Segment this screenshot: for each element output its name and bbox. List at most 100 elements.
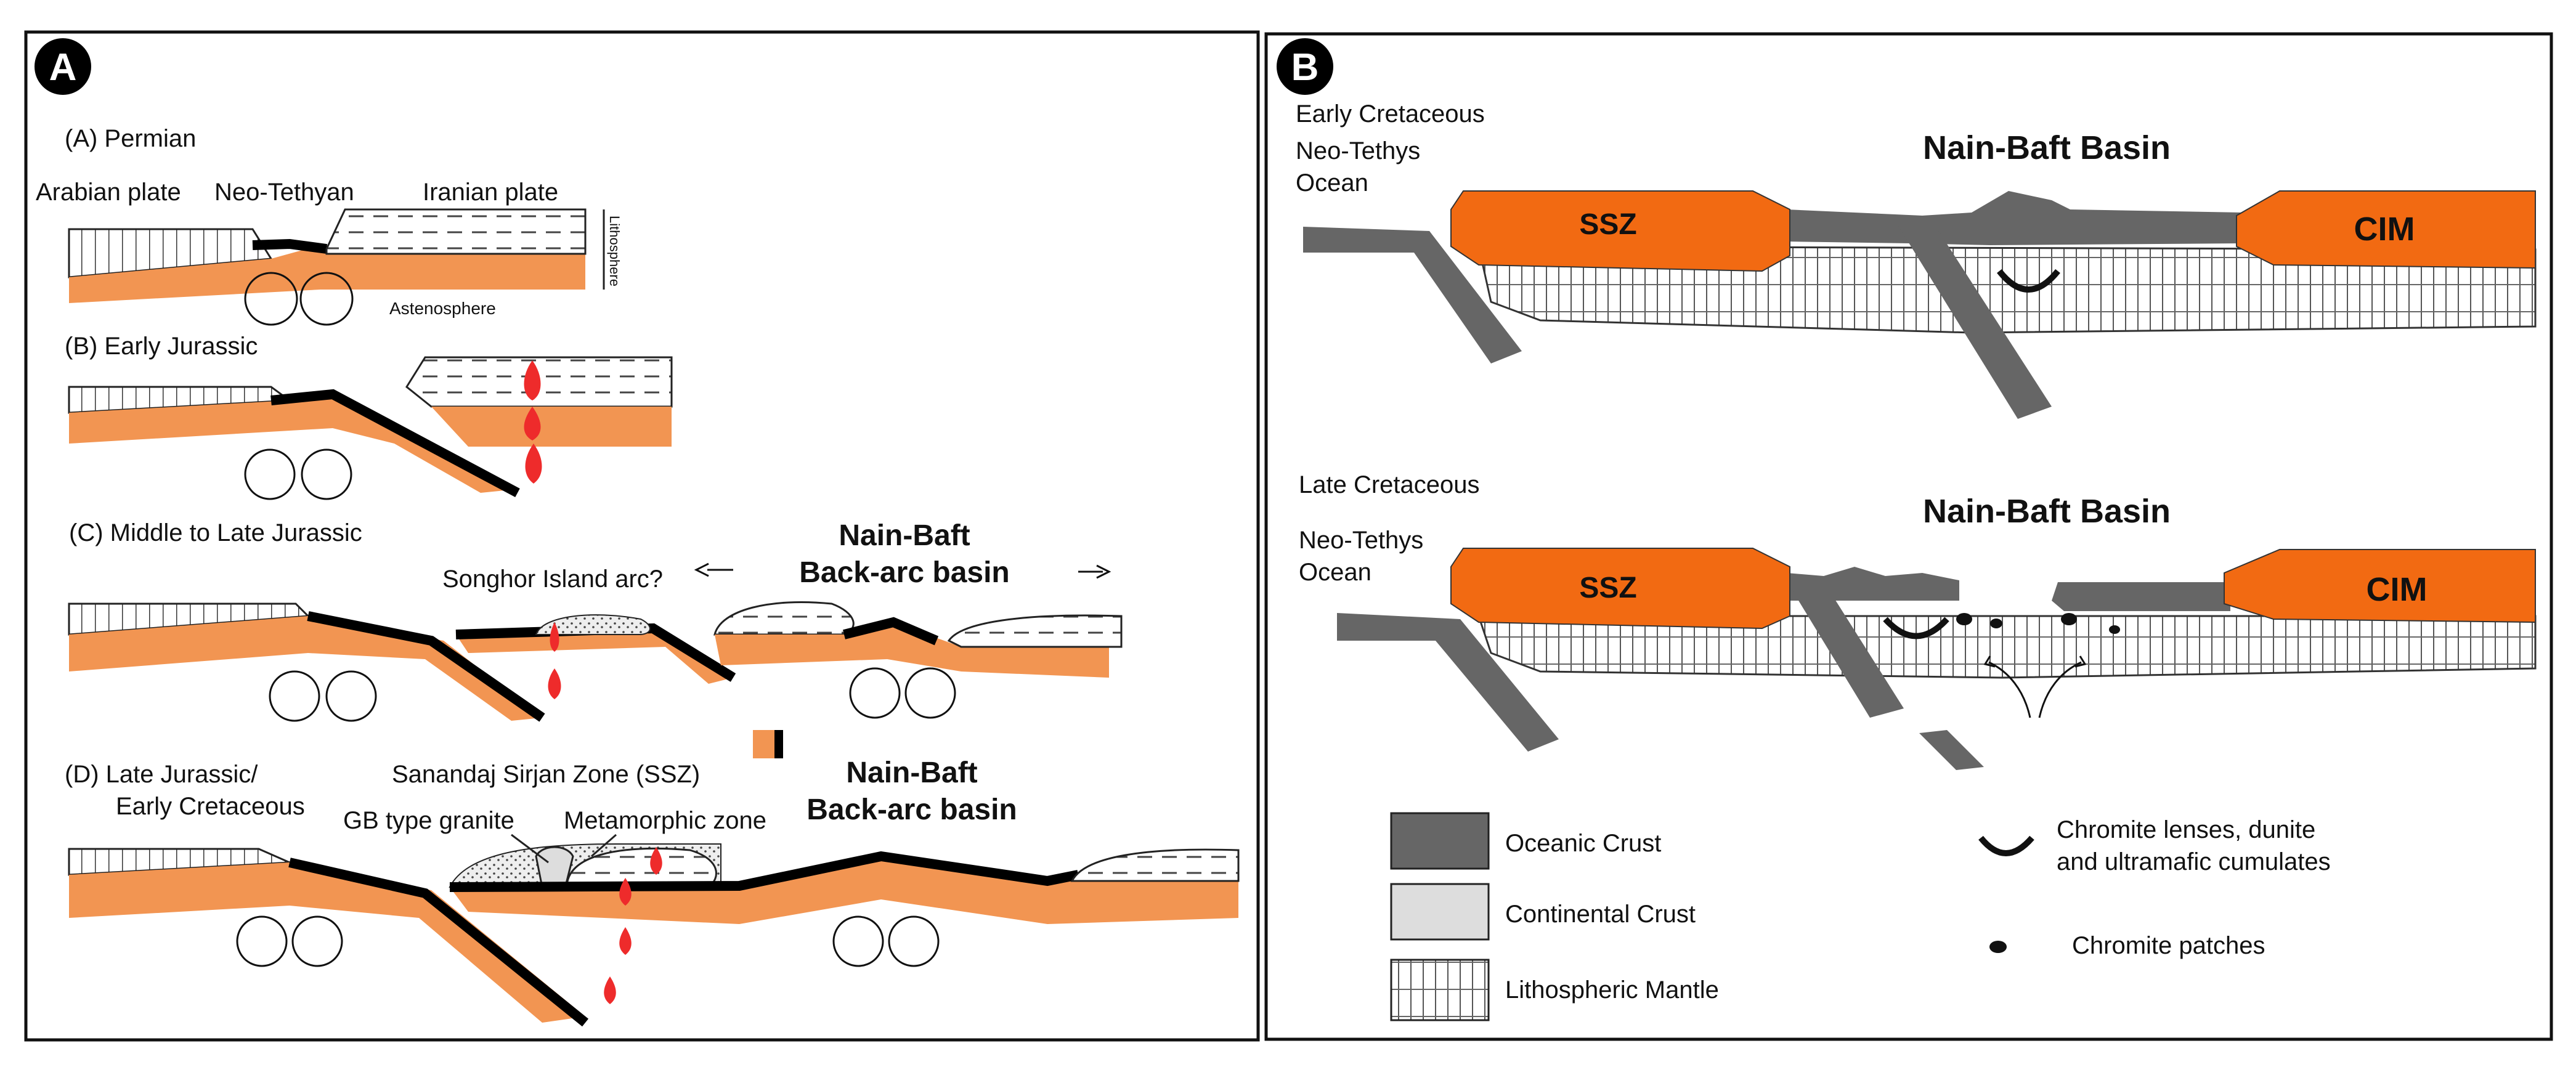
ssz-block-bottom — [1450, 548, 1790, 630]
iranian-lithosphere — [325, 208, 587, 255]
legend-chromite-lenses-line2: and ultramafic cumulates — [2057, 848, 2331, 875]
legend-mantle-swatch — [1390, 959, 1490, 1021]
stage-a-oceanic-crust — [252, 238, 328, 254]
late-cretaceous-section: Late Cretaceous Neo-Tethys Ocean Nain-Ba… — [1299, 471, 2537, 770]
stage-d-basin-line1: Nain-Baft — [846, 757, 977, 789]
magma-blob — [650, 847, 662, 875]
legend-continental-label: Continental Crust — [1505, 901, 1696, 928]
legend-oceanic-label: Oceanic Crust — [1505, 830, 1661, 857]
stage-c-basin-line2: Back-arc basin — [799, 556, 1010, 589]
detached-slab — [1919, 730, 1984, 770]
legend-chromite-lens-symbol — [1978, 835, 2034, 856]
subducting-slab-top — [1303, 227, 1522, 363]
stage-d-iranian-lithosphere — [1070, 848, 1240, 882]
cim-bottom-label: CIM — [2367, 571, 2428, 608]
chromite-lens — [1997, 269, 2060, 293]
arrow-head — [2074, 655, 2087, 668]
nain-baft-bottom-title: Nain-Baft Basin — [1923, 493, 2171, 530]
stage-d: (D) Late Jurassic/ Early Cretaceous Sana… — [65, 757, 1240, 1027]
lithosphere-label: Lithosphere — [607, 216, 622, 286]
panel-a-letter: A — [49, 46, 77, 89]
stage-c-asthenosphere-right — [715, 622, 1109, 678]
back-arc-spreading-ridge — [843, 617, 939, 646]
stage-c: (C) Middle to Late Jurassic Nain-Baft Ba… — [68, 519, 1123, 758]
magma-blob — [550, 622, 559, 652]
magma-blob — [619, 927, 632, 955]
gb-granite-leader — [511, 834, 549, 864]
panel-a-frame — [24, 30, 1260, 1042]
iranian-plate-label: Iranian plate — [423, 179, 558, 206]
arrow-right-head — [1096, 564, 1111, 579]
stage-c-iranian-lithosphere — [947, 614, 1123, 648]
magma-blob — [548, 668, 561, 699]
stage-d-asthenosphere-left — [69, 862, 585, 1023]
chromite-patch — [1990, 619, 2002, 628]
convection-cell — [301, 448, 352, 500]
arrow-left-head — [694, 562, 709, 577]
chromite-patch — [2061, 613, 2077, 625]
legend-mantle-label: Lithospheric Mantle — [1505, 976, 1719, 1004]
convection-cell — [291, 915, 343, 967]
stage-b-subducting-slab — [270, 389, 520, 498]
magma-blob — [524, 407, 541, 440]
stage-d-title-line1: (D) Late Jurassic/ — [65, 761, 258, 788]
gb-granite-label: GB type granite — [343, 807, 514, 834]
convection-cell — [236, 915, 288, 967]
cim-block-top — [2236, 190, 2536, 269]
chromite-patch — [2109, 625, 2120, 634]
cim-top-label: CIM — [2354, 211, 2415, 248]
cim-block-bottom — [2224, 549, 2536, 623]
astenosphere-label: Astenosphere — [389, 299, 496, 318]
legend-continental-swatch — [1390, 883, 1490, 941]
legend-chromite-patches-label: Chromite patches — [2072, 932, 2265, 959]
mantle-flow-arrow-right — [2038, 661, 2082, 718]
ssz-top-label: SSZ — [1579, 208, 1636, 241]
magma-blob — [524, 360, 541, 400]
ssz-block-top — [1450, 190, 1790, 272]
stage-c-title: (C) Middle to Late Jurassic — [69, 519, 362, 546]
chromite-patch — [1956, 613, 1972, 625]
legend-swatch-crust — [753, 730, 774, 758]
stage-b: (B) Early Jurassic — [65, 333, 673, 500]
panel-b-letter: B — [1291, 46, 1319, 89]
panel-b-frame — [1264, 32, 2553, 1041]
magma-blob — [525, 444, 542, 484]
stage-b-title: (B) Early Jurassic — [65, 333, 258, 360]
stage-c-inner-slab — [455, 623, 736, 682]
neo-tethys-top-line1: Neo-Tethys — [1296, 137, 1420, 164]
convection-cell — [904, 667, 956, 719]
mantle-flow-arrow-left — [1988, 661, 2031, 718]
early-cretaceous-label: Early Cretaceous — [1296, 100, 1485, 128]
neo-tethys-bottom-line2: Ocean — [1299, 559, 1371, 586]
ssz-bottom-label: SSZ — [1579, 572, 1636, 604]
stage-c-back-arc-mantle — [456, 628, 733, 684]
stage-d-title-line2: Early Cretaceous — [116, 793, 305, 820]
stage-b-asthenosphere — [69, 394, 511, 493]
convection-cell — [832, 915, 884, 967]
stage-c-microcontinent — [713, 601, 855, 636]
neo-tethyan-label: Neo-Tethyan — [214, 179, 354, 206]
stage-d-subducting-slab — [288, 858, 589, 1027]
stage-c-subducting-slab — [307, 611, 545, 722]
ssz-label: Sanandaj Sirjan Zone (SSZ) — [392, 761, 700, 788]
convection-cell — [888, 915, 940, 967]
neo-tethys-bottom-line1: Neo-Tethys — [1299, 527, 1423, 554]
legend: Oceanic Crust Continental Crust Lithosph… — [1390, 812, 2331, 1021]
arrow-head — [1983, 655, 1996, 668]
subducting-slab-bottom — [1337, 613, 1559, 752]
convection-cell — [299, 272, 354, 326]
late-cretaceous-label: Late Cretaceous — [1299, 471, 1480, 498]
convection-cell — [244, 448, 296, 500]
stage-a: (A) Permian Arabian plate Neo-Tethyan Ir… — [36, 125, 622, 326]
stage-a-title: (A) Permian — [65, 125, 196, 152]
convection-cell — [325, 670, 377, 722]
metamorphic-zone — [566, 848, 717, 888]
arabian-plate-label: Arabian plate — [36, 179, 181, 206]
stage-d-basin-line2: Back-arc basin — [807, 793, 1017, 826]
songhor-arc — [535, 614, 651, 635]
legend-oceanic-swatch — [1390, 812, 1490, 870]
stage-d-asthenosphere-right — [450, 856, 1238, 924]
panel-a-badge — [35, 38, 91, 95]
metamorphic-zone-label: Metamorphic zone — [564, 807, 766, 834]
